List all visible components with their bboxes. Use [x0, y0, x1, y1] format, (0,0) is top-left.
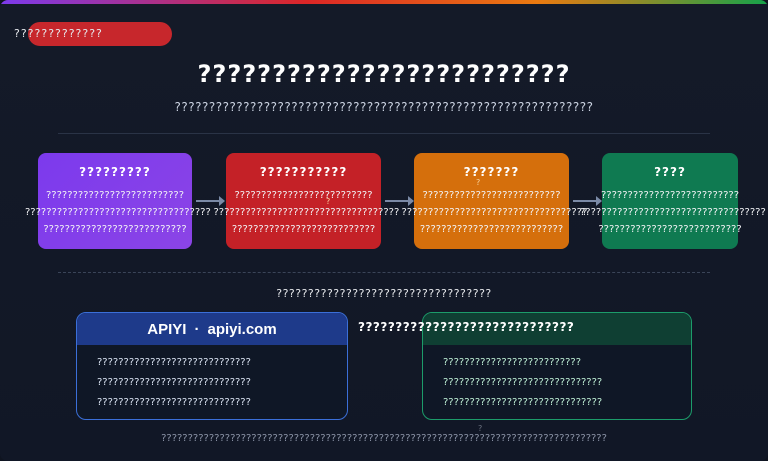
flow-step-4-line: ??????????????????????????????????? — [580, 207, 766, 218]
tag-pill — [28, 22, 172, 46]
flow-step-1-line: ??????????????????????????? — [43, 224, 187, 235]
footer-note: ????????????????????????????????????????… — [161, 433, 607, 444]
flow-step-4-line: ?????????????????????????? — [601, 190, 739, 201]
card-apiyi-lines: ????????????????????????????? ??????????… — [97, 353, 327, 413]
flow-step-2-line: ??????????????????????????????????? — [213, 207, 400, 218]
card-alternative-line: ?????????????????????????? — [443, 357, 581, 368]
flow-step-2-title: ??????????? — [259, 165, 348, 179]
flow-step-4-line: ??????????????????????????? — [598, 224, 742, 235]
flow-step-1: ????????? ?????????????????????????? ???… — [25, 153, 211, 249]
card-alternative-line: ?????????????????????????????? — [443, 377, 603, 388]
flow-step-3-line: ?????????????????????????? — [422, 190, 561, 201]
brand-domain: apiyi.com — [207, 320, 277, 338]
card-apiyi: APIYI · apiyi.com ??????????????????????… — [76, 312, 348, 420]
flow-step-3-desc: ?????????????????????????? ?????????????… — [401, 187, 588, 238]
header-tag: ????????????? — [14, 27, 103, 40]
flow-step-1-line: ??????????????????????????????????? — [25, 207, 211, 218]
footer-mark: ? — [478, 424, 483, 433]
flow-step-4-desc: ?????????????????????????? ?????????????… — [580, 187, 766, 238]
flow-step-3: ??????? ?????????????????????????? ?????… — [402, 153, 587, 249]
gradient-top-bar — [0, 0, 768, 4]
card-alternative-lines: ?????????????????????????? ?????????????… — [443, 353, 673, 413]
flow-step-2-desc: ?????????????????????????? ?????????????… — [213, 187, 400, 238]
card-apiyi-line: ????????????????????????????? — [97, 357, 251, 368]
comparison-caption: ?????????????????????????????????? — [276, 287, 492, 300]
flow-step-4: ???? ?????????????????????????? ????????… — [580, 153, 766, 249]
card-alternative-header — [423, 313, 691, 345]
flow-step-2: ??????????? ?????????????????????????? ?… — [214, 153, 399, 249]
flow-step-3-line: ??????????????????????????????????? — [401, 207, 588, 218]
card-alternative-line: ?????????????????????????????? — [443, 397, 603, 408]
flow-step-3-line: ??????????????????????????? — [419, 224, 564, 235]
dashed-divider — [58, 272, 710, 273]
brand-separator: · — [194, 320, 200, 338]
flow-step-1-title: ????????? — [79, 165, 151, 179]
brand-name: APIYI — [147, 320, 187, 338]
flow-mark: ? — [326, 197, 331, 206]
flow-step-2-line: ?????????????????????????? — [234, 190, 373, 201]
diagram-subtitle: ????????????????????????????????????????… — [174, 100, 594, 114]
diagram-title: ????????????????????????? — [197, 60, 571, 88]
flow-step-1-desc: ?????????????????????????? ?????????????… — [25, 187, 211, 238]
arrow-right-icon — [196, 196, 225, 206]
card-alternative: ?????????????????????????? ?????????????… — [422, 312, 692, 420]
flow-step-3-title: ??????? — [463, 165, 520, 179]
card-alternative-title: ????????????????????????????? — [358, 320, 575, 334]
card-apiyi-line: ????????????????????????????? — [97, 377, 251, 388]
card-apiyi-line: ????????????????????????????? — [97, 397, 251, 408]
flow-mark: ? — [476, 178, 481, 187]
divider — [58, 133, 710, 134]
arrow-right-icon — [385, 196, 414, 206]
arrow-right-icon — [573, 196, 602, 206]
flow-step-2-line: ??????????????????????????? — [231, 224, 376, 235]
card-apiyi-header: APIYI · apiyi.com — [77, 313, 347, 345]
flow-step-1-line: ?????????????????????????? — [46, 190, 184, 201]
flow-step-4-title: ???? — [654, 165, 686, 179]
